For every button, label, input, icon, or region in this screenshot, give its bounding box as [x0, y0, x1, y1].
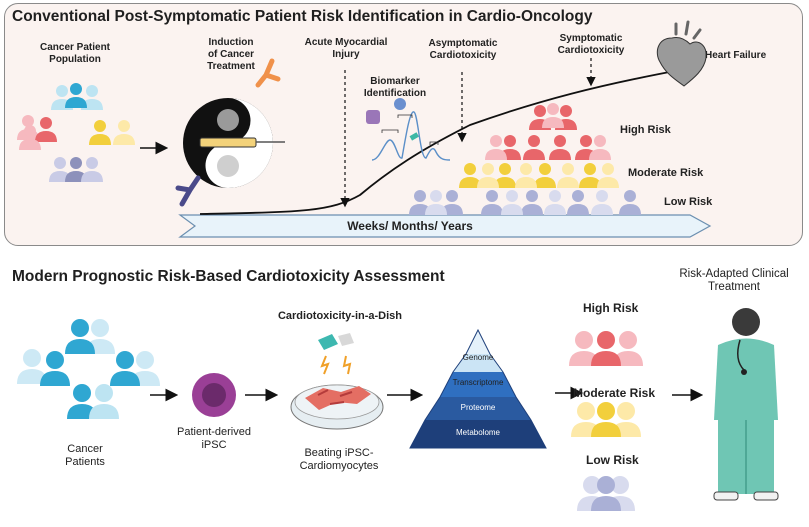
low-risk-label: Low Risk: [664, 196, 713, 208]
high-risk-group: [499, 105, 597, 160]
high-risk-label: High Risk: [620, 124, 671, 136]
heart-failure-label: Heart Failure: [705, 50, 767, 61]
beating-cardiomyocytes-label: Beating iPSC- Cardiomyocytes: [299, 447, 379, 472]
ipsc-label: Patient-derived iPSC: [177, 426, 251, 451]
timeline-label: Weeks/ Months/ Years: [347, 219, 473, 233]
ipsc-cell-icon: [192, 373, 236, 417]
dish-title: Cardiotoxicity-in-a-Dish: [277, 310, 403, 322]
pyramid-metabolome: Metabolome: [455, 428, 501, 437]
moderate-risk-bigpeople: [571, 402, 641, 437]
asymptomatic-label: Asymptomatic Cardiotoxicity: [428, 38, 498, 61]
modern-panel-title: Modern Prognostic Risk-Based Cardiotoxic…: [12, 268, 445, 285]
heart-icon: [656, 20, 707, 87]
pyramid-proteome: Proteome: [460, 403, 496, 412]
bottom-high-risk-label: High Risk: [583, 301, 639, 315]
cancer-treatment-icon: [175, 58, 285, 207]
symptomatic-label: Symptomatic Cardiotoxicity: [557, 33, 625, 56]
progression-curve: [199, 69, 681, 215]
induction-label: Induction of Cancer Treatment: [207, 37, 255, 72]
cancer-patients-icon: [17, 319, 160, 419]
pyramid-phenome: Phenome: [460, 453, 496, 462]
bottom-moderate-risk-label: Moderate Risk: [573, 386, 656, 400]
clinician-icon: [713, 308, 779, 501]
petri-dish-icon: [290, 333, 384, 430]
moderate-risk-label: Moderate Risk: [628, 167, 704, 179]
cancer-patient-population-icon: [17, 83, 135, 182]
high-risk-bigpeople: [569, 331, 643, 366]
risk-adapted-treatment-label: Risk-Adapted Clinical Treatment: [679, 268, 789, 293]
conventional-panel-title: Conventional Post-Symptomatic Patient Ri…: [12, 8, 593, 25]
bottom-low-risk-label: Low Risk: [586, 453, 639, 467]
biomarker-plot-icon: [366, 98, 451, 161]
cancer-patients-label: Cancer Patients: [65, 443, 105, 468]
pyramid-genome: Genome: [462, 353, 494, 362]
omics-pyramid: [409, 328, 547, 449]
acute-mi-label: Acute Myocardial Injury: [304, 37, 388, 60]
timeline-bar: [178, 214, 712, 238]
biomarker-label: Biomarker Identification: [363, 76, 427, 99]
cancer-population-label: Cancer Patient Population: [39, 42, 111, 65]
pyramid-transcriptome: Transcriptome: [452, 378, 504, 387]
low-risk-bigpeople: [577, 476, 635, 511]
